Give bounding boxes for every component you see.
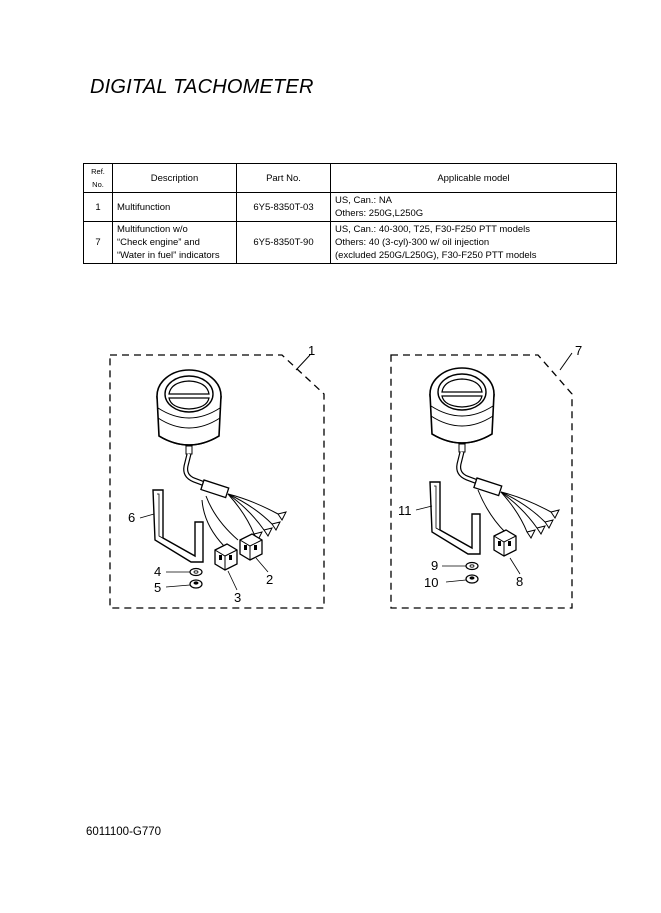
row-models: US, Can.: NA Others: 250G,L250G	[330, 192, 617, 222]
footer-code: 6011100-G770	[86, 826, 162, 838]
callout-kit-ref-left: 1	[308, 343, 315, 358]
table-row: 1 Multifunction 6Y5-8350T-03 US, Can.: N…	[83, 192, 617, 222]
callout-3: 3	[234, 590, 241, 605]
nut-5	[189, 579, 203, 589]
header-part-no: Part No.	[236, 163, 331, 193]
callout-kit-ref-right: 7	[575, 343, 582, 358]
callout-8: 8	[516, 574, 523, 589]
model-line: Others: 250G,L250G	[335, 208, 424, 219]
washer-4	[189, 567, 203, 577]
model-line: US, Can.: 40-300, T25, F30-F250 PTT mode…	[335, 224, 531, 235]
callout-6: 6	[128, 510, 135, 525]
connector-3	[214, 543, 238, 571]
model-line: (excluded 250G/L250G), F30-F250 PTT mode…	[335, 250, 537, 261]
description-line: “Water in fuel” indicators	[117, 250, 220, 261]
row-models: US, Can.: 40-300, T25, F30-F250 PTT mode…	[330, 221, 617, 264]
callout-4: 4	[154, 564, 161, 579]
nut-10	[465, 574, 479, 584]
header-applicable-model: Applicable model	[330, 163, 617, 193]
table-header-row: Ref. No. Description Part No. Applicable…	[83, 163, 617, 193]
kit-frame-left	[109, 354, 325, 609]
connector-2	[239, 533, 263, 561]
callout-9: 9	[431, 558, 438, 573]
tachometer-gauge-right	[429, 367, 495, 453]
kit-frame-right	[390, 352, 573, 609]
tachometer-gauge-left	[156, 369, 222, 455]
header-description: Description	[112, 163, 237, 193]
bracket-right	[429, 481, 481, 555]
callout-2: 2	[266, 572, 273, 587]
callout-11: 11	[398, 503, 412, 518]
row-part-no: 6Y5-8350T-90	[236, 221, 331, 264]
model-line: US, Can.: NA	[335, 195, 393, 206]
model-line: Others: 40 (3-cyl)-300 w/ oil injection	[335, 237, 490, 248]
description-line: “Check engine” and	[117, 237, 200, 248]
washer-9	[465, 561, 479, 571]
connector-8	[493, 529, 517, 557]
page-title: DIGITAL TACHOMETER	[90, 76, 314, 98]
callout-5: 5	[154, 580, 161, 595]
table-row: 7 Multifunction w/o “Check engine” and “…	[83, 221, 617, 264]
callout-10: 10	[424, 575, 438, 590]
description-line: Multifunction	[117, 201, 171, 213]
bracket-left	[152, 489, 204, 563]
description-line: Multifunction w/o	[117, 224, 188, 235]
parts-table: Ref. No. Description Part No. Applicable…	[83, 163, 617, 264]
